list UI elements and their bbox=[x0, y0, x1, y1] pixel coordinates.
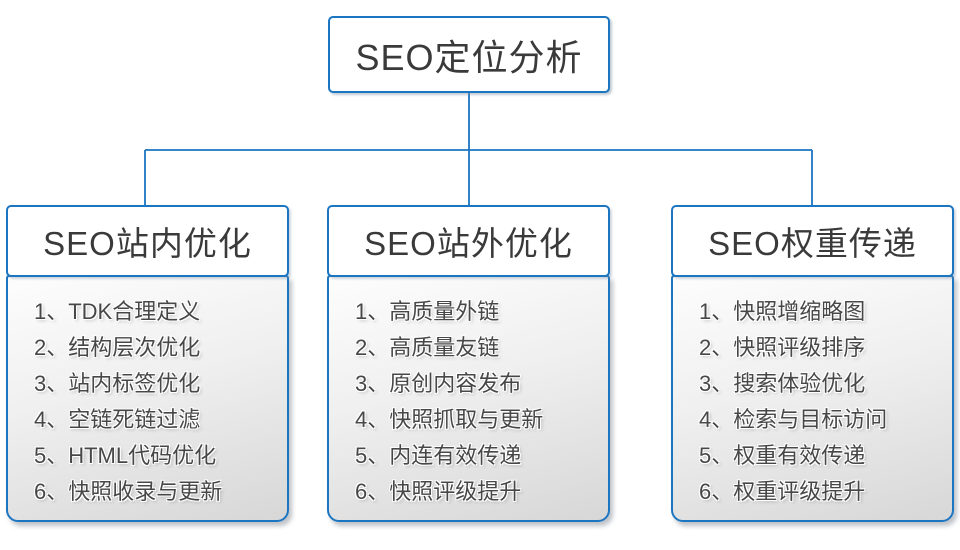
list-item: 4、快照抓取与更新 bbox=[355, 407, 544, 432]
section-title: SEO权重传递 bbox=[708, 225, 917, 262]
list-item: 6、快照收录与更新 bbox=[34, 479, 223, 504]
list-item: 1、快照增缩略图 bbox=[699, 299, 866, 324]
list-item: 3、原创内容发布 bbox=[355, 371, 522, 396]
list-item: 5、HTML代码优化 bbox=[34, 443, 217, 468]
list-item: 4、检索与目标访问 bbox=[699, 407, 888, 432]
section-header-offsite: SEO站外优化 bbox=[327, 205, 610, 277]
list-item: 1、TDK合理定义 bbox=[34, 299, 201, 324]
section-title: SEO站内优化 bbox=[43, 225, 252, 262]
list-item: 4、空链死链过滤 bbox=[34, 407, 201, 432]
list-item: 6、权重评级提升 bbox=[699, 479, 866, 504]
section-title: SEO站外优化 bbox=[364, 225, 573, 262]
section-list-onsite: 1、TDK合理定义 2、结构层次优化 3、站内标签优化 4、空链死链过滤 5、H… bbox=[6, 275, 289, 522]
section-column-offsite: SEO站外优化 1、高质量外链 2、高质量友链 3、原创内容发布 4、快照抓取与… bbox=[327, 205, 610, 522]
root-node: SEO定位分析 bbox=[328, 16, 610, 93]
section-list-weight: 1、快照增缩略图 2、快照评级排序 3、搜索体验优化 4、检索与目标访问 5、权… bbox=[671, 275, 954, 522]
list-item: 1、高质量外链 bbox=[355, 299, 500, 324]
list-item: 3、搜索体验优化 bbox=[699, 371, 866, 396]
section-column-weight: SEO权重传递 1、快照增缩略图 2、快照评级排序 3、搜索体验优化 4、检索与… bbox=[671, 205, 954, 522]
section-column-onsite: SEO站内优化 1、TDK合理定义 2、结构层次优化 3、站内标签优化 4、空链… bbox=[6, 205, 289, 522]
list-item: 2、结构层次优化 bbox=[34, 335, 201, 360]
root-node-title: SEO定位分析 bbox=[355, 36, 583, 78]
list-item: 6、快照评级提升 bbox=[355, 479, 522, 504]
section-list-offsite: 1、高质量外链 2、高质量友链 3、原创内容发布 4、快照抓取与更新 5、内连有… bbox=[327, 275, 610, 522]
list-item: 3、站内标签优化 bbox=[34, 371, 201, 396]
list-item: 2、快照评级排序 bbox=[699, 335, 866, 360]
list-item: 5、内连有效传递 bbox=[355, 443, 522, 468]
section-header-weight: SEO权重传递 bbox=[671, 205, 954, 277]
list-item: 2、高质量友链 bbox=[355, 335, 500, 360]
section-header-onsite: SEO站内优化 bbox=[6, 205, 289, 277]
list-item: 5、权重有效传递 bbox=[699, 443, 866, 468]
